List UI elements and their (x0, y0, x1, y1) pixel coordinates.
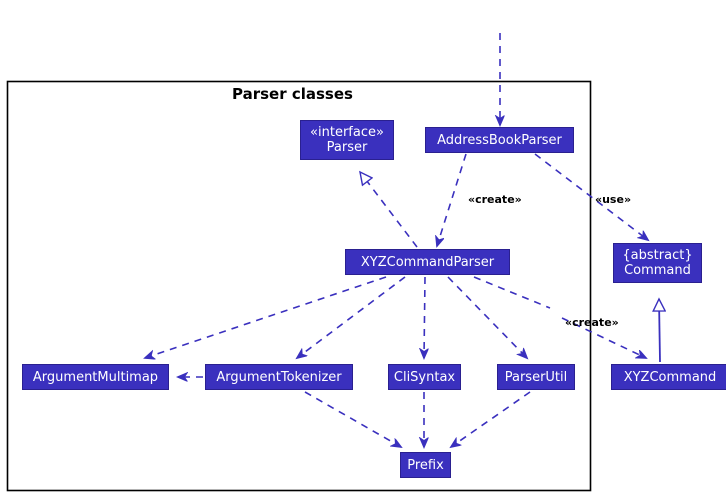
class-node-parser-stereotype: «interface» (310, 125, 384, 140)
edge-xyzcommandparser-to-clisyntax (424, 276, 425, 358)
class-node-parser-label: Parser (326, 140, 368, 155)
edge-addressbookparser-uses-command (534, 153, 648, 240)
edge-addressbookparser-creates-xyzcommandparser (437, 153, 467, 246)
class-node-argumentmultimap[interactable]: ArgumentMultimap (22, 364, 169, 390)
class-node-command[interactable]: {abstract} Command (613, 243, 702, 283)
class-node-parserutil-label: ParserUtil (504, 369, 568, 385)
class-node-command-label: Command (624, 263, 691, 278)
edge-xyzcommandparser-implements-parser (360, 172, 418, 248)
class-node-xyzcommandparser[interactable]: XYZCommandParser (345, 249, 510, 275)
edge-argumenttokenizer-to-prefix (304, 391, 401, 447)
class-node-argumenttokenizer-label: ArgumentTokenizer (216, 369, 342, 385)
edge-xyzcommandparser-to-argumentmultimap (145, 276, 387, 358)
class-node-addressbookparser-label: AddressBookParser (437, 132, 562, 148)
class-node-xyzcommand[interactable]: XYZCommand (611, 364, 726, 390)
edge-xyzcommandparser-creates-xyzcommand (473, 276, 646, 358)
package-frame-title: Parser classes (232, 85, 353, 103)
class-node-argumenttokenizer[interactable]: ArgumentTokenizer (205, 364, 353, 390)
class-node-xyzcommandparser-label: XYZCommandParser (360, 254, 495, 270)
edge-xyzcommand-extends-command (659, 299, 660, 363)
edge-parserutil-to-prefix (451, 391, 531, 447)
class-node-clisyntax-label: CliSyntax (393, 369, 456, 385)
class-node-prefix-label: Prefix (407, 457, 444, 473)
package-frame-border (6, 80, 592, 492)
class-node-parser[interactable]: «interface» Parser (300, 120, 394, 160)
class-node-command-stereotype: {abstract} (622, 248, 693, 263)
class-node-clisyntax[interactable]: CliSyntax (388, 364, 461, 390)
class-node-parserutil[interactable]: ParserUtil (497, 364, 575, 390)
class-node-argumentmultimap-label: ArgumentMultimap (32, 369, 159, 385)
edge-xyzcommandparser-to-argumenttokenizer (297, 276, 406, 358)
class-node-addressbookparser[interactable]: AddressBookParser (425, 127, 574, 153)
edge-label-create-xyzcommandparser-xyzcommand: «create» (565, 316, 619, 329)
edge-xyzcommandparser-to-parserutil (447, 276, 527, 358)
class-node-xyzcommand-label: XYZCommand (623, 369, 717, 385)
class-node-prefix[interactable]: Prefix (400, 452, 451, 478)
edge-label-use-addressbookparser-command: «use» (595, 193, 632, 206)
edge-label-create-addressbookparser-xyzcommandparser: «create» (468, 193, 522, 206)
